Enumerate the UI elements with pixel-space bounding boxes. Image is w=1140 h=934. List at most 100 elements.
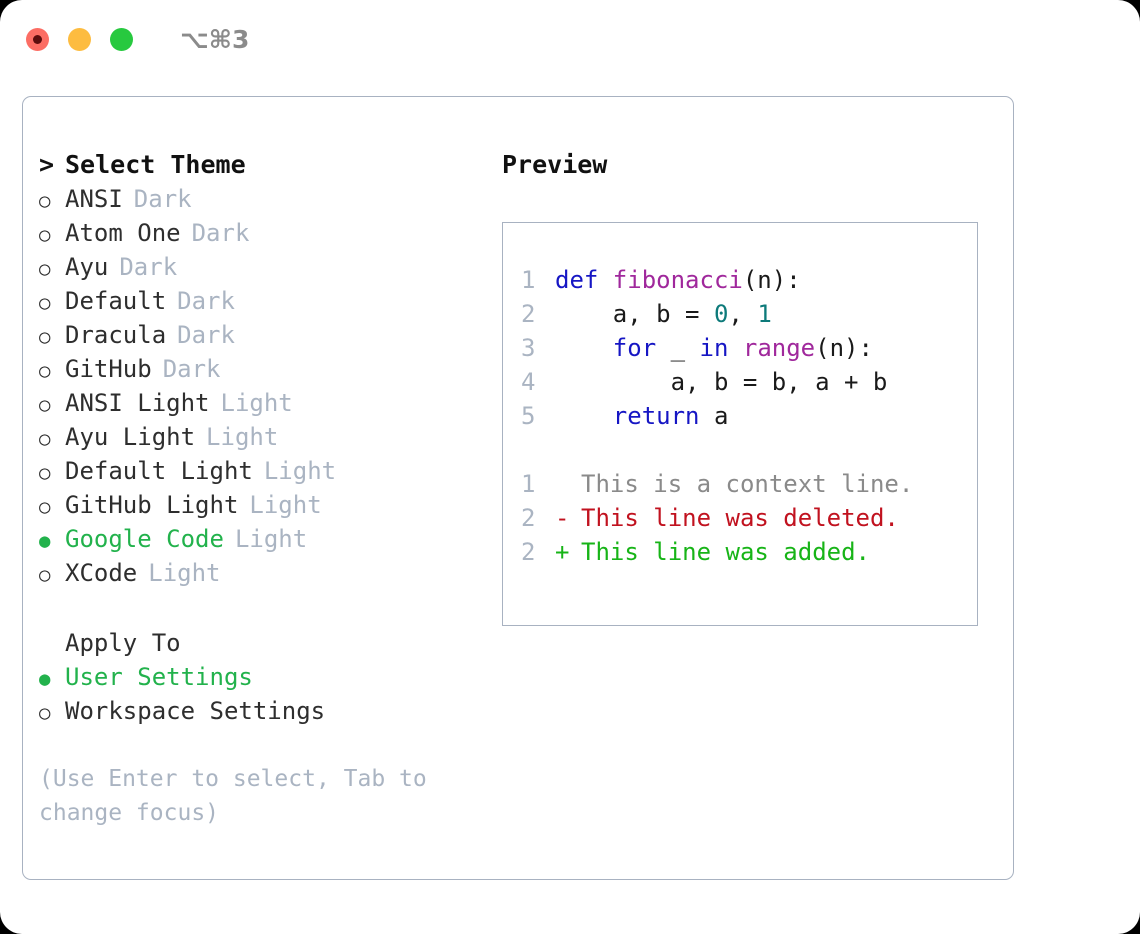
line-number: 1 xyxy=(521,470,536,498)
radio-unselected-icon: ○ xyxy=(39,326,51,348)
line-number: 3 xyxy=(521,334,536,362)
code-token-plain: a, b = b, a + b xyxy=(555,368,888,396)
theme-option-google-code[interactable]: ● Google Code Light xyxy=(39,522,469,556)
code-line: 2 a, b = 0, 1 xyxy=(521,297,977,331)
code-token-plain: , xyxy=(728,300,758,328)
diff-line-text: This line was deleted. xyxy=(581,504,899,532)
theme-option-label: Default Light xyxy=(65,457,253,485)
maximize-button[interactable] xyxy=(110,27,133,51)
code-line: 1 def fibonacci(n): xyxy=(521,263,977,297)
radio-unselected-icon: ○ xyxy=(39,462,51,484)
apply-to-option-workspace-settings[interactable]: ○ Workspace Settings xyxy=(39,694,469,728)
code-line-content: return a xyxy=(555,399,729,433)
code-token-fn: range xyxy=(742,334,816,362)
close-button[interactable] xyxy=(26,27,49,51)
radio-unselected-icon: ○ xyxy=(39,258,51,280)
radio-unselected-icon: ○ xyxy=(39,360,51,382)
diff-marker-del: - xyxy=(555,504,570,532)
line-number: 2 xyxy=(521,504,536,532)
theme-option-default[interactable]: ○ Default Dark xyxy=(39,284,469,318)
theme-variant-badge: Light xyxy=(234,525,308,553)
apply-to-option-user-settings[interactable]: ● User Settings xyxy=(39,660,469,694)
code-line-content: for _ in range(n): xyxy=(555,331,873,365)
code-token-kw: for xyxy=(612,334,657,362)
code-token-plain: (n): xyxy=(815,334,873,362)
code-line-content: a, b = 0, 1 xyxy=(555,297,772,331)
diff-line-del: 2-This line was deleted. xyxy=(521,501,977,535)
theme-list-header: > Select Theme xyxy=(39,148,469,182)
code-token-plain xyxy=(728,334,742,362)
code-token-kw: def xyxy=(555,266,613,294)
code-token-plain: a xyxy=(699,402,729,430)
theme-variant-badge: Dark xyxy=(162,355,221,383)
code-token-kw: in xyxy=(699,334,729,362)
theme-option-label: GitHub Light xyxy=(65,491,239,519)
preview-title: Preview xyxy=(502,150,608,179)
apply-to-title: Apply To xyxy=(65,629,181,657)
apply-to-option-list: ● User Settings ○ Workspace Settings xyxy=(39,660,469,728)
theme-option-label: ANSI xyxy=(65,185,123,213)
theme-option-label: Dracula xyxy=(65,321,167,349)
code-token-fn: fibonacci xyxy=(612,266,743,294)
line-number: 4 xyxy=(521,368,536,396)
theme-variant-badge: Dark xyxy=(177,321,235,349)
line-number: 1 xyxy=(521,266,536,294)
theme-option-label: Ayu Light xyxy=(65,423,196,451)
radio-unselected-icon: ○ xyxy=(39,190,51,212)
theme-variant-badge: Light xyxy=(148,559,221,587)
code-line: 5 return a xyxy=(521,399,977,433)
line-number: 5 xyxy=(521,402,536,430)
minimize-button[interactable] xyxy=(68,27,91,51)
line-number: 2 xyxy=(521,300,536,328)
radio-unselected-icon: ○ xyxy=(39,292,51,314)
radio-unselected-icon: ○ xyxy=(39,224,51,246)
code-token-plain xyxy=(555,334,613,362)
diff-line-text: This line was added. xyxy=(581,538,870,566)
theme-option-github-light[interactable]: ○ GitHub Light Light xyxy=(39,488,469,522)
theme-option-label: Default xyxy=(65,287,167,315)
theme-option-label: Google Code xyxy=(65,525,224,553)
code-token-num: 0 xyxy=(713,300,729,328)
theme-option-atom-one[interactable]: ○ Atom One Dark xyxy=(39,216,469,250)
line-number: 2 xyxy=(521,538,536,566)
code-token-plain xyxy=(555,402,613,430)
theme-variant-badge: Light xyxy=(249,491,322,519)
theme-variant-badge: Dark xyxy=(191,219,250,247)
code-token-plain: (n): xyxy=(742,266,801,294)
apply-to-option-label: User Settings xyxy=(65,663,253,691)
code-line: 3 for _ in range(n): xyxy=(521,331,977,365)
theme-variant-badge: Dark xyxy=(119,253,178,281)
radio-unselected-icon: ○ xyxy=(39,496,51,518)
diff-block: 1 This is a context line.2-This line was… xyxy=(521,467,977,569)
theme-option-label: Atom One xyxy=(65,219,181,247)
prompt-caret-icon: > xyxy=(39,150,55,179)
theme-variant-badge: Dark xyxy=(177,287,235,315)
code-token-plain: _ xyxy=(656,334,700,362)
apply-to-header: ○ Apply To xyxy=(39,626,469,660)
theme-list-title: Select Theme xyxy=(65,150,246,179)
title-bar: ⌥⌘3 xyxy=(0,0,1140,78)
radio-unselected-icon: ○ xyxy=(39,428,51,450)
apply-to-option-label: Workspace Settings xyxy=(65,697,326,725)
radio-unselected-icon: ○ xyxy=(39,702,51,724)
radio-selected-icon: ● xyxy=(39,668,51,690)
window-controls xyxy=(26,27,133,51)
radio-selected-icon: ● xyxy=(39,530,51,552)
theme-option-label: ANSI Light xyxy=(65,389,210,417)
recording-dot-icon xyxy=(33,34,42,44)
diff-marker-add: + xyxy=(555,538,570,566)
theme-option-label: XCode xyxy=(65,559,138,587)
theme-option-dracula[interactable]: ○ Dracula Dark xyxy=(39,318,469,352)
radio-unselected-icon: ○ xyxy=(39,394,51,416)
